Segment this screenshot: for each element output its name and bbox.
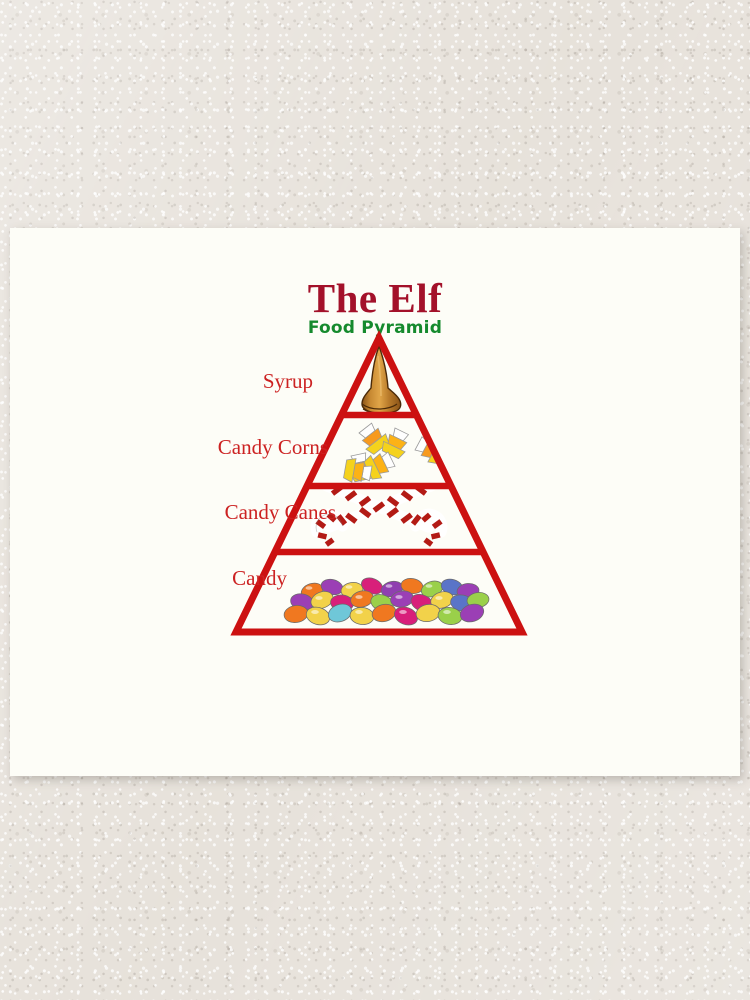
title-block: The Elf Food Pyramid	[10, 278, 740, 337]
page-title: The Elf	[307, 275, 443, 321]
poster-artwork: The Elf Food Pyramid	[10, 228, 740, 776]
tier-label-candy: Candy	[232, 566, 287, 590]
page-subtitle: Food Pyramid	[307, 318, 443, 338]
tier-label-syrup: Syrup	[262, 369, 313, 393]
candy-cane-icon	[310, 487, 448, 547]
jelly-bean-icon	[283, 577, 490, 626]
pyramid-outline	[230, 329, 528, 636]
tier-label-candy-corns: Candy Corns	[217, 435, 328, 459]
food-pyramid-diagram	[10, 228, 740, 776]
pyramid-dividers	[275, 411, 483, 556]
tier-label-candy-canes: Candy Canes	[224, 500, 336, 524]
